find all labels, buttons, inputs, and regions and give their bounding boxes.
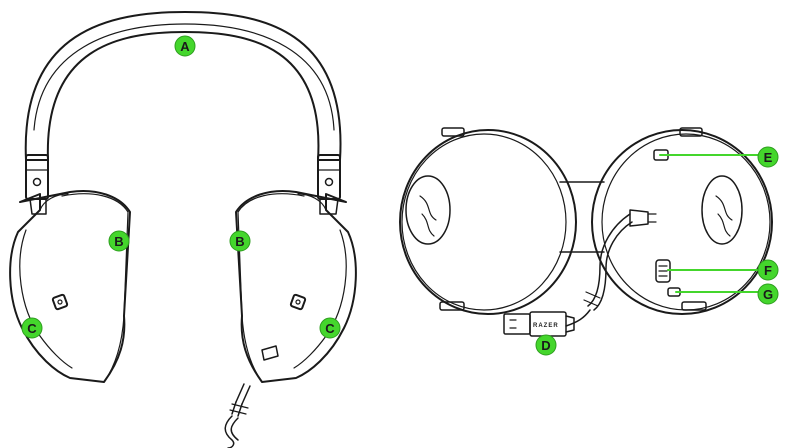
headband — [26, 12, 341, 160]
callout-f: F — [758, 260, 778, 280]
right-earcup — [236, 191, 356, 382]
callout-c-right: C — [320, 318, 340, 338]
front-cable — [225, 384, 250, 448]
callout-g: G — [758, 284, 778, 304]
front-view-headset — [10, 12, 356, 448]
callout-a-label: A — [180, 39, 190, 54]
callout-b-right: B — [230, 231, 250, 251]
cable-jack — [566, 210, 656, 326]
callout-b-left: B — [109, 231, 129, 251]
callout-b-left-label: B — [114, 234, 123, 249]
leader-lines — [660, 155, 764, 292]
right-slider — [318, 155, 340, 214]
callout-d-label: D — [541, 338, 550, 353]
callout-e-label: E — [764, 150, 773, 165]
side-left-earcup — [400, 128, 576, 314]
callout-b-right-label: B — [235, 234, 244, 249]
callout-a: A — [175, 36, 195, 56]
left-slider — [26, 155, 48, 214]
callout-d: D — [536, 335, 556, 355]
callout-c-left-label: C — [27, 321, 37, 336]
callout-g-label: G — [763, 287, 773, 302]
side-view-headset — [400, 128, 772, 336]
callout-f-label: F — [764, 263, 772, 278]
callout-e: E — [758, 147, 778, 167]
callout-c-right-label: C — [325, 321, 335, 336]
left-earcup — [10, 191, 130, 382]
callout-c-left: C — [22, 318, 42, 338]
usb-brand-text: RAZER — [533, 323, 559, 329]
